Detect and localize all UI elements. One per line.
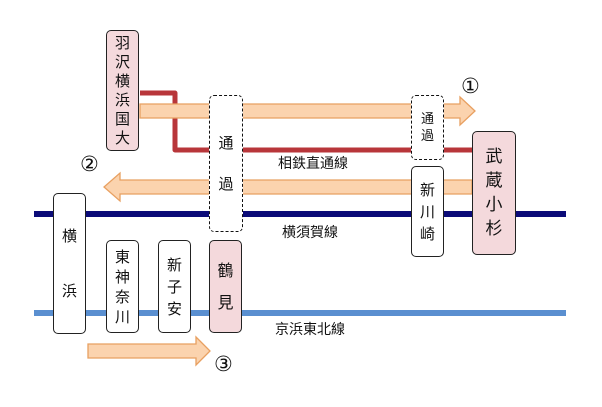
station-tsurumi-pass: 通 過 — [209, 95, 243, 232]
station-hazawa-yokohama-kokudai: 羽 沢 横 浜 国 大 — [106, 30, 139, 151]
route-number-2: ② — [80, 152, 99, 176]
sotetsu-direct-line-label: 相鉄直通線 — [278, 156, 348, 172]
station-tsurumi: 鶴 見 — [209, 240, 242, 333]
station-shinkawasaki-pass: 通 過 — [411, 95, 444, 160]
station-shinkawasaki: 新 川 崎 — [411, 166, 444, 257]
keihin-tohoku-line-label: 京浜東北線 — [275, 322, 345, 338]
arrow-route-3 — [87, 335, 211, 367]
station-musashikosugi: 武 蔵 小 杉 — [472, 131, 516, 255]
yokosuka-line-label: 横須賀線 — [282, 225, 338, 241]
station-shinkoyasu: 新 子 安 — [158, 240, 191, 333]
station-higashikanagawa: 東 神 奈 川 — [106, 240, 139, 333]
keihin-tohoku-line — [34, 310, 566, 316]
sotetsu-direct-route — [140, 90, 473, 153]
station-yokohama: 横 浜 — [53, 193, 86, 334]
route-number-1: ① — [461, 74, 480, 98]
yokosuka-line — [34, 211, 566, 217]
route-number-3: ③ — [214, 352, 233, 376]
